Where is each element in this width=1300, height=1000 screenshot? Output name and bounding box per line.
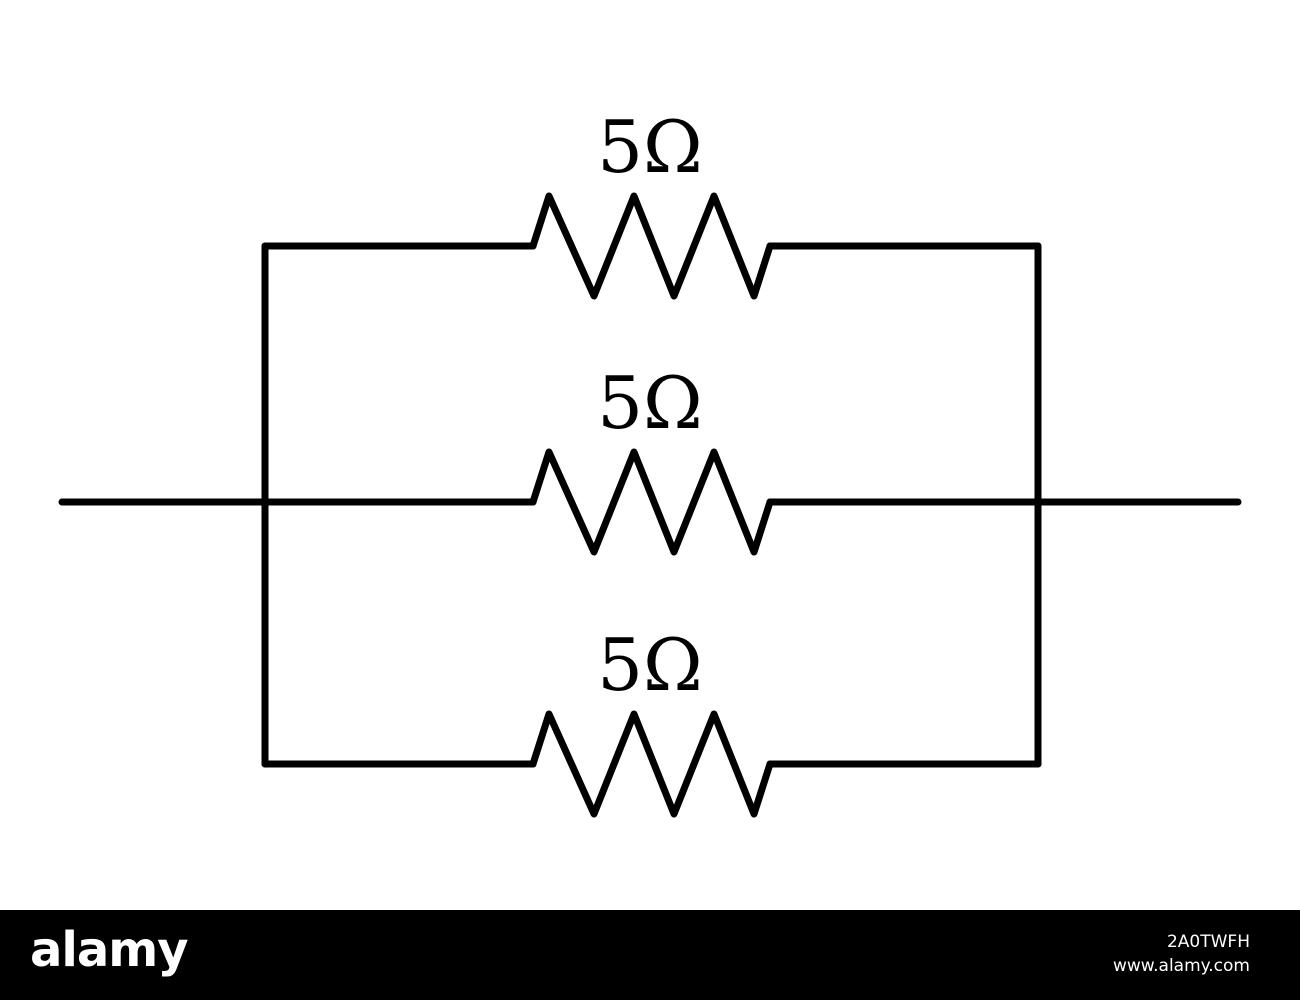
image-id-block: 2A0TWFH www.alamy.com [1113,930,1250,978]
watermark-bar: alamy 2A0TWFH www.alamy.com [0,910,1300,1000]
resistor-bottom-label: 5Ω [597,623,703,707]
alamy-logo: alamy [30,922,189,978]
image-id: 2A0TWFH [1166,932,1250,952]
site-url: www.alamy.com [1112,956,1250,976]
circuit-diagram: 5Ω 5Ω 5Ω [58,105,1242,818]
resistor-bottom [529,710,774,818]
circuit-svg: 5Ω 5Ω 5Ω [58,105,1242,818]
resistor-top-label: 5Ω [597,105,703,189]
resistor-middle [529,448,774,556]
resistor-top [529,192,774,300]
resistor-middle-label: 5Ω [597,361,703,445]
